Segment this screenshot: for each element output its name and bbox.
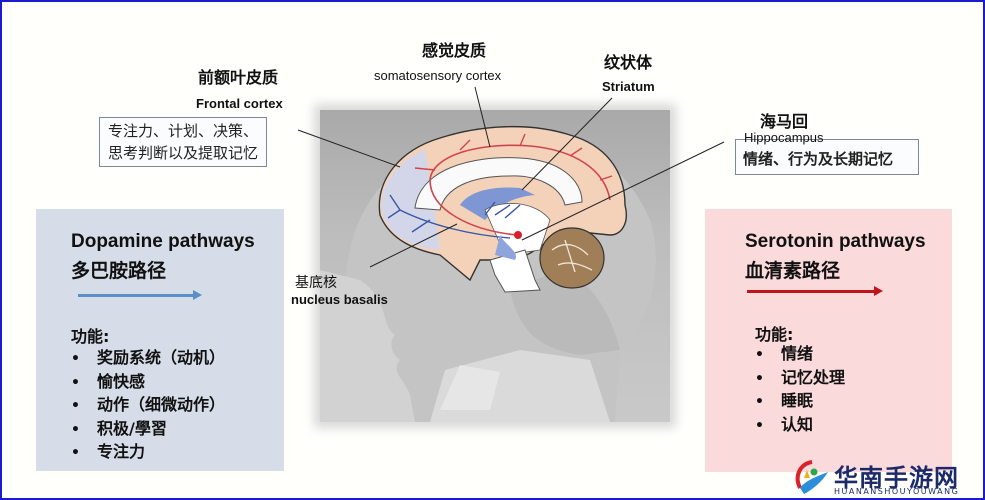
- serotonin-function-label: 功能:: [755, 325, 794, 344]
- watermark-name: 华南手游网: [834, 464, 959, 492]
- list-item: •动作（细微动作）: [71, 394, 225, 418]
- list-item: •奖励系统（动机）: [71, 347, 225, 371]
- serotonin-pathways-panel: Serotonin pathways 血清素路径 功能: •情绪 •记忆处理 •…: [705, 209, 952, 472]
- bullet-icon: •: [755, 394, 764, 410]
- striatum-label-cn: 纹状体: [604, 53, 653, 72]
- dopamine-title-en: Dopamine pathways: [71, 231, 255, 252]
- bullet-icon: •: [755, 347, 764, 363]
- list-item: •睡眠: [755, 390, 845, 414]
- list-item: •积极/學習: [71, 418, 225, 442]
- list-item: •记忆处理: [755, 367, 845, 391]
- frontal-cortex-description-line2: 思考判断以及提取记忆: [108, 144, 259, 162]
- frontal-cortex-label-en: Frontal cortex: [196, 96, 283, 111]
- bullet-icon: •: [755, 417, 764, 434]
- bullet-icon: •: [71, 398, 80, 414]
- bullet-icon: •: [755, 370, 764, 387]
- child-profile-photo: [320, 110, 670, 422]
- hippocampus-description: 情绪、行为及长期记忆: [743, 150, 894, 168]
- frontal-cortex-description-line1: 专注力、计划、决策、: [108, 122, 259, 140]
- serotonin-function-list: •情绪 •记忆处理 •睡眠 •认知: [755, 343, 845, 437]
- nucleus-basalis-label-cn: 基底核: [295, 275, 337, 291]
- hippocampus-label-cn: 海马回: [760, 112, 809, 131]
- watermark-subtitle: HUANANSHOUYOUWANG: [834, 487, 960, 496]
- bullet-icon: •: [71, 374, 80, 391]
- hippocampus-label-en: Hippocampus: [744, 130, 824, 145]
- frontal-cortex-label-cn: 前额叶皮质: [198, 68, 279, 87]
- serotonin-title-cn: 血清素路径: [745, 260, 841, 282]
- brain-sagittal-illustration: [378, 125, 627, 293]
- serotonin-arrow-icon: [747, 286, 883, 296]
- frontal-cortex-description-box: 专注力、计划、决策、 思考判断以及提取记忆: [99, 117, 268, 167]
- dopamine-function-label: 功能:: [71, 327, 110, 346]
- dopamine-function-list: •奖励系统（动机） •愉快感 •动作（细微动作） •积极/學習 •专注力: [71, 347, 225, 465]
- list-item: •认知: [755, 414, 845, 438]
- bullet-icon: •: [71, 351, 80, 367]
- dopamine-title-cn: 多巴胺路径: [71, 260, 167, 282]
- list-item: •情绪: [755, 343, 845, 367]
- logo-icon: [795, 460, 828, 494]
- hippocampus-description-box: 情绪、行为及长期记忆: [735, 139, 919, 175]
- list-item: •愉快感: [71, 371, 225, 395]
- dopamine-pathways-panel: Dopamine pathways 多巴胺路径 功能: •奖励系统（动机） •愉…: [36, 209, 284, 471]
- nucleus-basalis-label-en: nucleus basalis: [291, 292, 388, 307]
- watermark-logo: 华南手游网 HUANANSHOUYOUWANG: [792, 458, 982, 498]
- striatum-label-en: Striatum: [602, 79, 655, 94]
- bullet-icon: •: [71, 421, 80, 438]
- somatosensory-cortex-label-cn: 感觉皮质: [422, 41, 487, 60]
- dopamine-arrow-icon: [78, 290, 202, 300]
- list-item: •专注力: [71, 441, 225, 465]
- serotonin-title-en: Serotonin pathways: [745, 231, 926, 252]
- somatosensory-cortex-label-en: somatosensory cortex: [374, 68, 502, 83]
- bullet-icon: •: [71, 445, 80, 461]
